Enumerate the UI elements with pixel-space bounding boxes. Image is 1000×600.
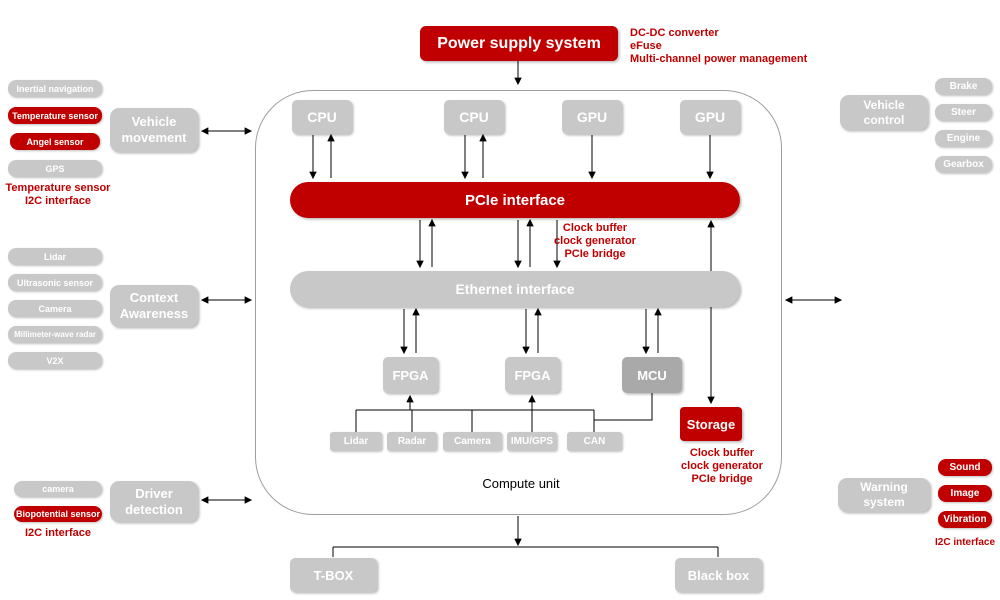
sensor-node-ultrasonic-sensor: Ultrasonic sensor — [8, 274, 102, 291]
annotation-line: Clock buffer — [562, 222, 628, 234]
actuator-node-gearbox: Gearbox — [935, 156, 992, 173]
power-supply-annotation: DC-DC converter eFuse Multi-channel powe… — [630, 27, 870, 67]
actuator-node-engine: Engine — [935, 130, 992, 147]
annotation-line: eFuse — [630, 40, 662, 53]
peripheral-node-imu-gps: IMU/GPS — [507, 432, 557, 451]
group-label-warning-system: Warning system — [838, 478, 930, 512]
cpu-node-2: CPU — [444, 100, 504, 134]
cpu-node-1: CPU — [292, 100, 352, 134]
sensor-node-temperature-sensor: Temperature sensor — [8, 107, 102, 124]
sensor-node-lidar: Lidar — [8, 248, 102, 265]
annotation-line: DC-DC converter — [630, 27, 719, 39]
tbox-node: T-BOX — [290, 558, 377, 592]
pcie-annotation: Clock buffer clock generator PCIe bridge — [535, 222, 655, 262]
peripheral-node-camera: Camera — [443, 432, 502, 451]
mcu-node: MCU — [622, 357, 682, 393]
annotation-line: Temperature sensor — [5, 182, 111, 194]
sensor-node-driver-camera: camera — [14, 481, 102, 497]
warning-node-vibration: Vibration — [938, 511, 992, 528]
annotation-line: I2C interface — [934, 537, 996, 548]
power-supply-system-node: Power supply system — [420, 26, 618, 61]
peripheral-node-can: CAN — [567, 432, 622, 451]
group-label-vehicle-control: Vehicle control — [840, 95, 928, 130]
annotation-line: I2C interface — [24, 527, 92, 539]
compute-unit-caption: Compute unit — [482, 476, 560, 491]
group-label-vehicle-movement: Vehicle movement — [110, 108, 198, 152]
annotation-line: I2C interface — [24, 195, 92, 208]
group-label-driver-detection: Driver detection — [110, 481, 198, 522]
gpu-node-2: GPU — [680, 100, 740, 134]
sensor-node-camera: Camera — [8, 300, 102, 317]
peripheral-node-lidar: Lidar — [330, 432, 382, 451]
group-label-context-awareness: Context Awareness — [110, 285, 198, 327]
annotation-line: Clock buffer — [689, 447, 755, 459]
fpga-node-2: FPGA — [505, 357, 560, 393]
annotation-line: clock generator — [681, 460, 763, 473]
actuator-node-steer: Steer — [935, 104, 992, 121]
sensor-node-biopotential-sensor: Biopotential sensor — [14, 506, 102, 522]
pcie-interface-bar: PCIe interface — [290, 182, 740, 218]
sensor-node-gps: GPS — [8, 160, 102, 177]
sensor-node-angel-sensor: Angel sensor — [10, 133, 100, 150]
warning-system-note: I2C interface — [925, 537, 1000, 549]
annotation-line: PCIe bridge — [691, 473, 753, 486]
blackbox-node: Black box — [675, 558, 762, 592]
ethernet-interface-bar: Ethernet interface — [290, 271, 740, 307]
storage-node: Storage — [680, 407, 742, 441]
driver-detection-note: I2C interface — [0, 527, 116, 540]
warning-node-sound: Sound — [938, 459, 992, 476]
annotation-line: PCIe bridge — [564, 248, 626, 261]
storage-annotation: Clock buffer clock generator PCIe bridge — [662, 447, 782, 487]
actuator-node-brake: Brake — [935, 78, 992, 95]
annotation-line: clock generator — [554, 235, 636, 248]
peripheral-node-radar: Radar — [387, 432, 437, 451]
vehicle-movement-note: Temperature sensor I2C interface — [0, 182, 116, 208]
sensor-node-v2x: V2X — [8, 352, 102, 369]
sensor-node-inertial-navigation: Inertial navigation — [8, 80, 102, 97]
annotation-line: Multi-channel power management — [630, 53, 808, 66]
fpga-node-1: FPGA — [383, 357, 438, 393]
warning-node-image: Image — [938, 485, 992, 502]
gpu-node-1: GPU — [562, 100, 622, 134]
sensor-node-millimeter-wave-radar: Millimeter-wave radar — [8, 326, 102, 343]
